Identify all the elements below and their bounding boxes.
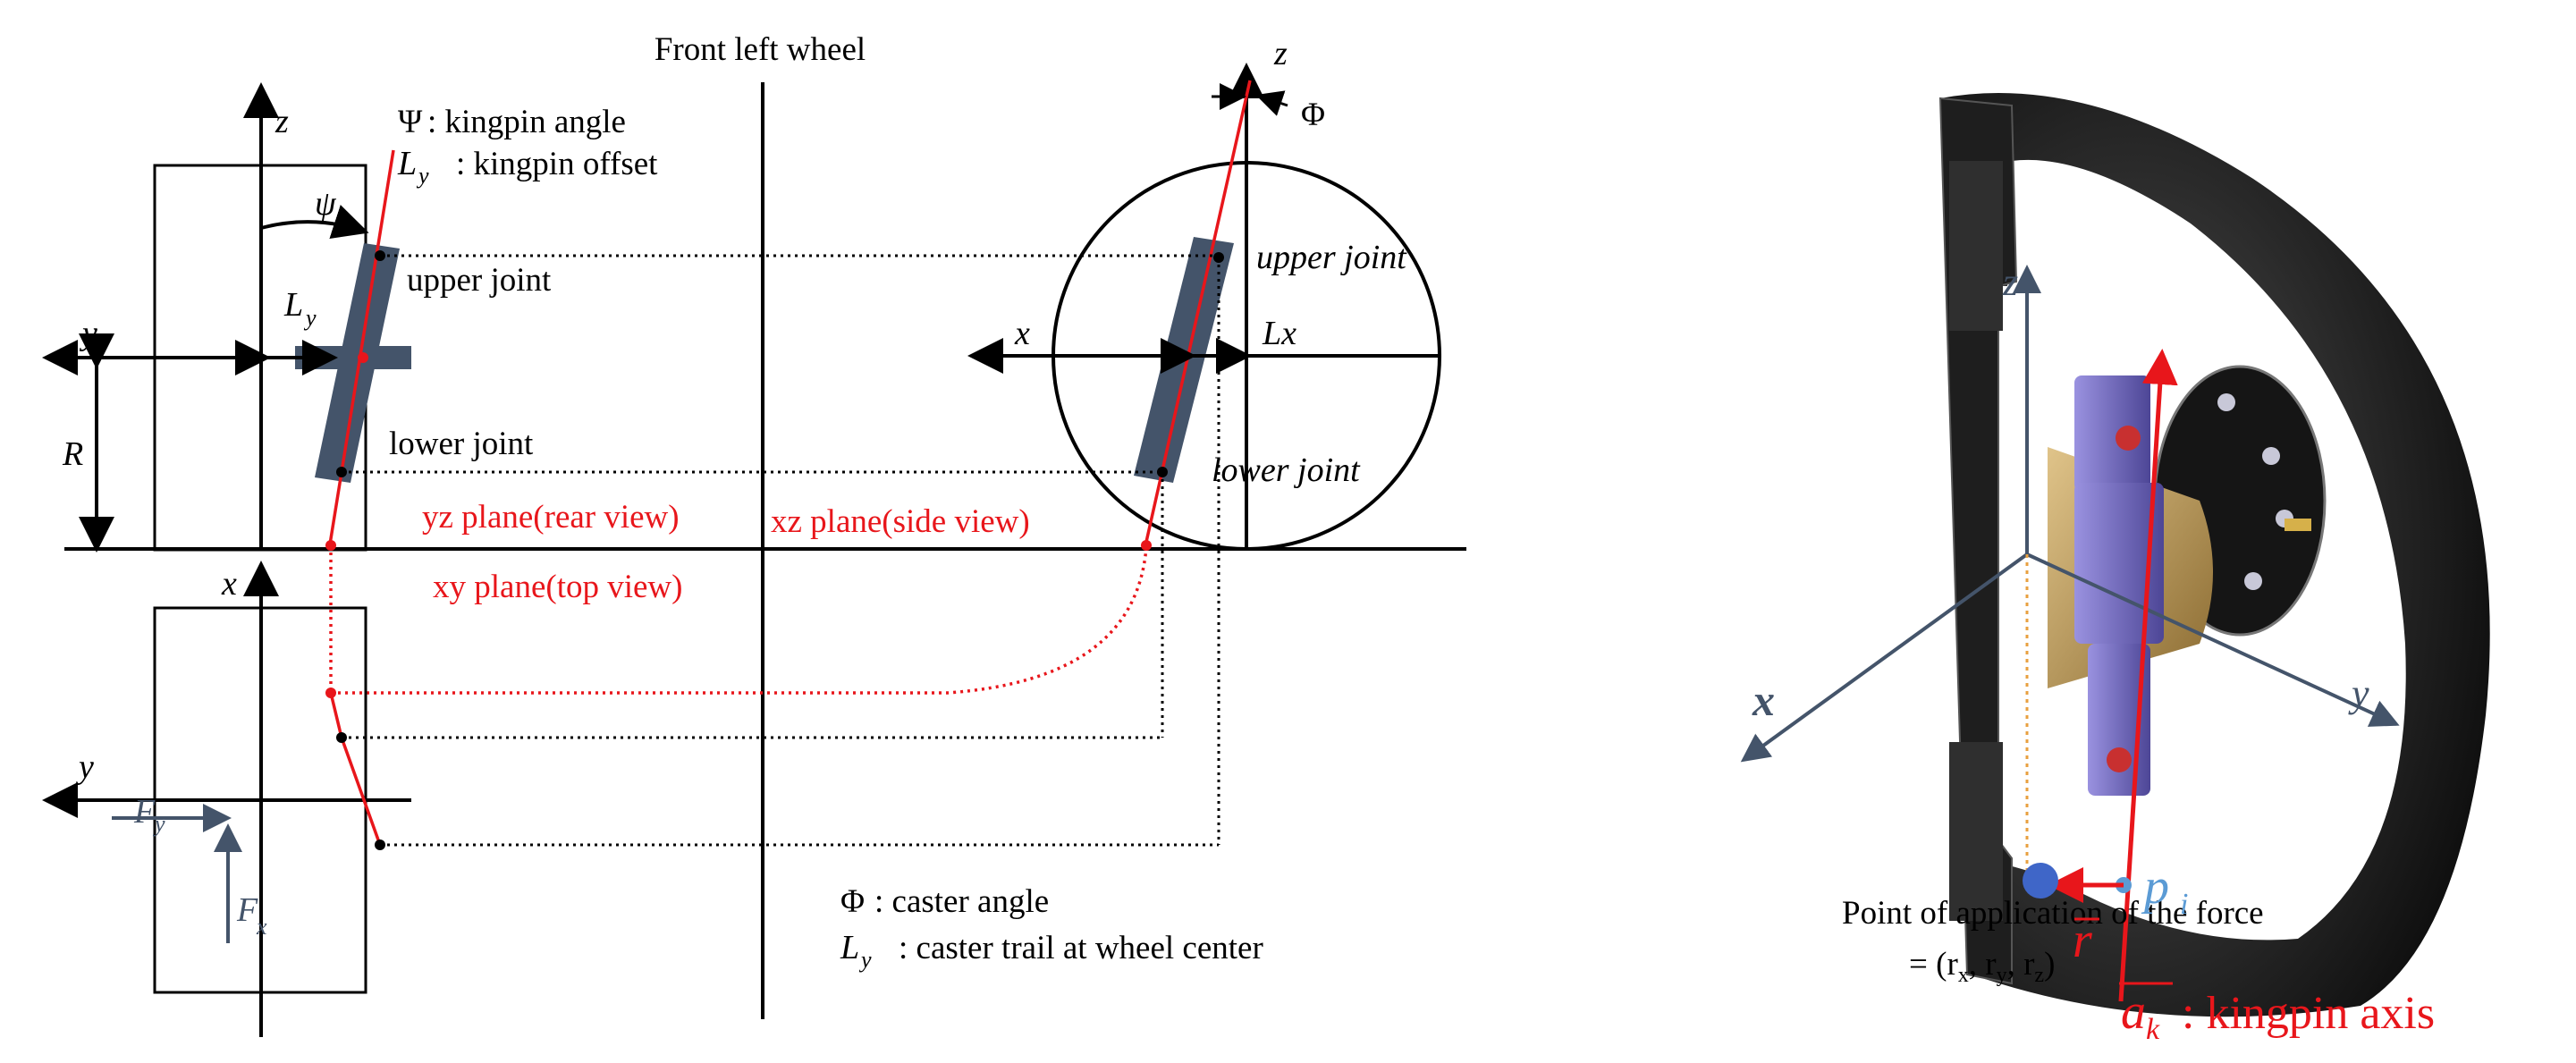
bolt-icon [2244,572,2262,590]
top-lower-joint-dot [336,732,347,743]
point-label-line2: = (rx, ry, rz) [1909,946,2055,987]
top-y-label: y [75,748,94,786]
rim-lower-pocket [1949,742,2003,921]
axis3d-y [2026,553,2400,727]
yz-plane-label: yz plane(rear view) [422,499,680,536]
ak-label: a [2121,984,2146,1040]
projection-lines [329,254,1220,847]
top-view: x y F y F x xy plane(top view) [42,561,682,1037]
bolt-icon [2217,393,2235,411]
side-z-label: z [1273,35,1288,72]
pi-sub: i [2180,888,2188,921]
rear-z-label: z [274,103,289,140]
axis3d-x [1740,553,2029,763]
ak-sub: k [2146,1013,2160,1046]
axis3d-x-label: x [1752,675,1775,725]
rear-y-label: y [79,315,97,352]
rim-upper-pocket [1949,161,2003,331]
legend-ly2-symbol: L [840,929,859,966]
rear-kingpin-center [358,352,368,363]
rear-lower-joint-label: lower joint [389,426,534,462]
xy-plane-label: xy plane(top view) [433,569,682,605]
kingpin-axis-3d [2118,349,2178,1002]
legend-psi-text: : kingpin angle [427,104,626,140]
psi-arc [260,205,369,240]
side-ground-dot [1141,540,1152,551]
fy-sub: y [152,811,165,837]
rear-ly-sub: y [303,305,317,331]
point-label-line1: Point of application of the force [1842,895,2264,932]
valve-icon [2285,519,2311,531]
tire-body [1940,93,2490,1017]
rear-upper-joint-label: upper joint [407,262,552,299]
upper-ball-joint-icon [2116,426,2141,451]
top-x-label: x [221,565,237,603]
rear-ly-label: L [283,286,303,324]
rear-kingpin-line [327,149,395,551]
axis3d-z-label: z [2002,260,2018,304]
pi-label: p [2141,859,2169,915]
fx-label: F [236,891,258,929]
phi-arrow-right [1255,90,1288,116]
top-ground-dot [325,688,336,698]
legend-psi-symbol: Ψ [398,104,423,140]
knuckle-mid [2074,483,2164,644]
legend-ly2-sub: y [858,947,872,973]
fx-sub: x [256,914,267,940]
fy-label: F [133,793,156,831]
top-upper-joint-dot [375,839,385,850]
legend-ly2-text: : caster trail at wheel center [899,930,1263,966]
r-label: r [2073,913,2092,968]
ak-text: : kingpin axis [2182,988,2435,1039]
xz-plane-label: xz plane(side view) [771,503,1030,540]
legend-ly-sub: y [416,163,429,189]
top-kingpin-projection [329,692,382,846]
side-upper-joint-label: upper joint [1256,239,1407,276]
wheel-3d-model: z x y Point of application of the force … [1740,93,2490,1046]
lower-ball-joint-icon [2107,747,2132,772]
side-x-label: x [1014,315,1030,352]
legend-ly-symbol: L [397,145,417,182]
knuckle-upper [2074,375,2150,492]
rear-view: z y ψ L y R upper joint lower joint yz p… [42,82,680,553]
rear-r-label: R [62,435,83,473]
ground-red-curve [331,546,1148,695]
side-lx-label: Lx [1262,315,1296,352]
legend-bottom: Φ : caster angle L y : caster trail at w… [840,883,1263,973]
diagram-title: Front left wheel [655,31,866,68]
side-lower-joint-label: lower joint [1212,451,1361,489]
legend-phi-text: : caster angle [874,883,1049,920]
phi-label: Φ [1301,97,1325,133]
bolt-icon [2262,447,2280,465]
axis3d-y-label: y [2348,671,2369,715]
legend-top: Ψ : kingpin angle L y : kingpin offset [397,104,658,189]
side-view: z x Lx Φ upper joint lower joint xz plan… [771,35,1441,551]
legend-phi-symbol: Φ [840,883,865,920]
psi-label: ψ [315,185,337,223]
legend-ly-text: : kingpin offset [456,146,658,182]
force-application-point [2023,863,2058,898]
